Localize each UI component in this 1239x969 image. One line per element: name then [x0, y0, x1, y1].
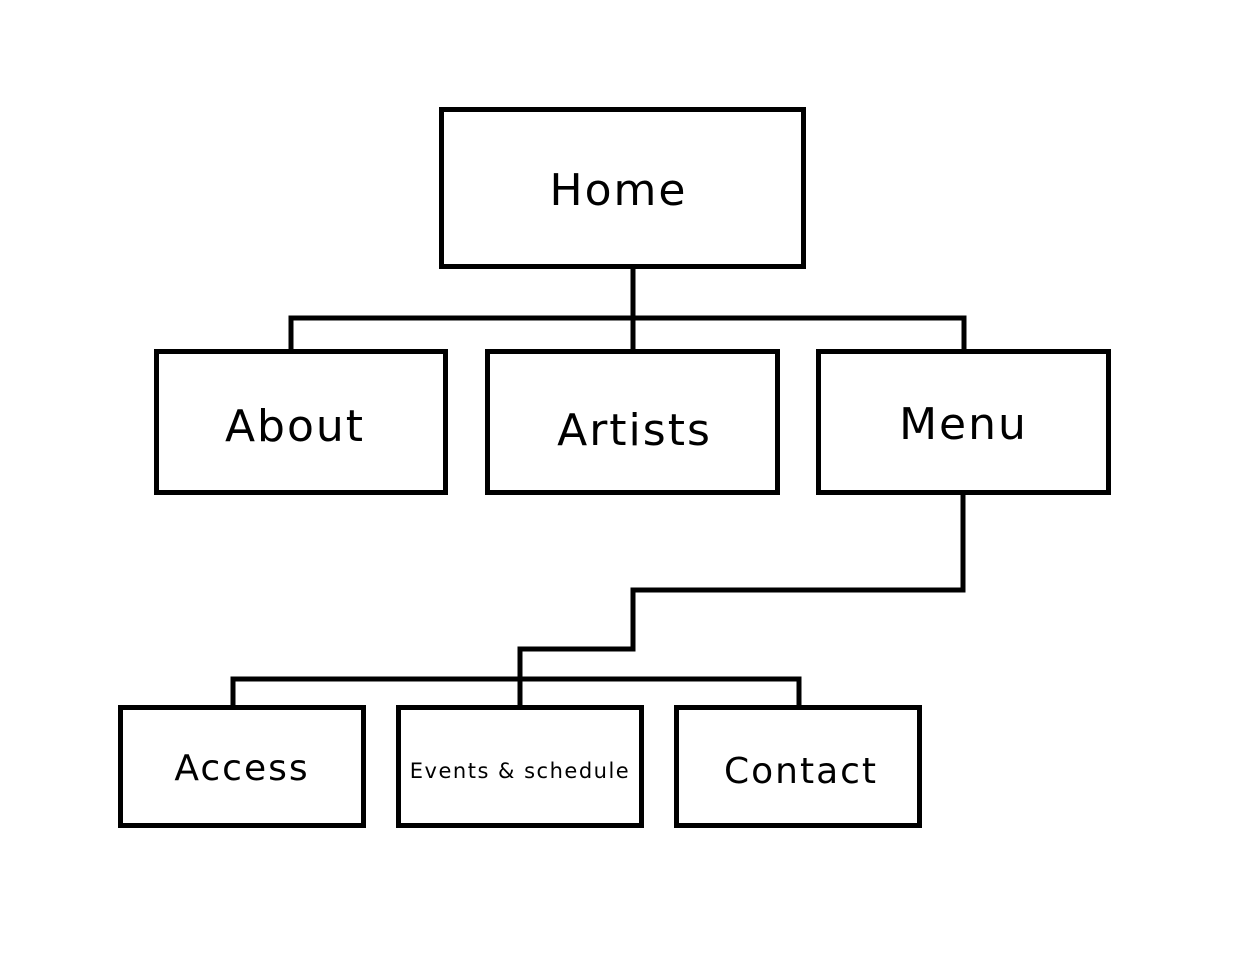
node-menu-label: Menu — [899, 398, 1028, 450]
node-events-schedule-label: Events & schedule — [409, 758, 631, 783]
node-artists[interactable]: Artists — [485, 349, 780, 495]
node-contact-label: Contact — [723, 751, 879, 792]
node-access[interactable]: Access — [118, 705, 366, 828]
connector-menu-to-subpages — [517, 490, 966, 710]
node-access-label: Access — [174, 748, 310, 789]
node-contact[interactable]: Contact — [674, 705, 922, 828]
node-artists-label: Artists — [557, 404, 712, 456]
node-about[interactable]: About — [154, 349, 448, 495]
node-home-label: Home — [549, 164, 688, 216]
node-about-label: About — [224, 400, 366, 452]
node-home[interactable]: Home — [439, 107, 806, 269]
node-menu[interactable]: Menu — [816, 349, 1111, 495]
node-events-schedule[interactable]: Events & schedule — [396, 705, 644, 828]
